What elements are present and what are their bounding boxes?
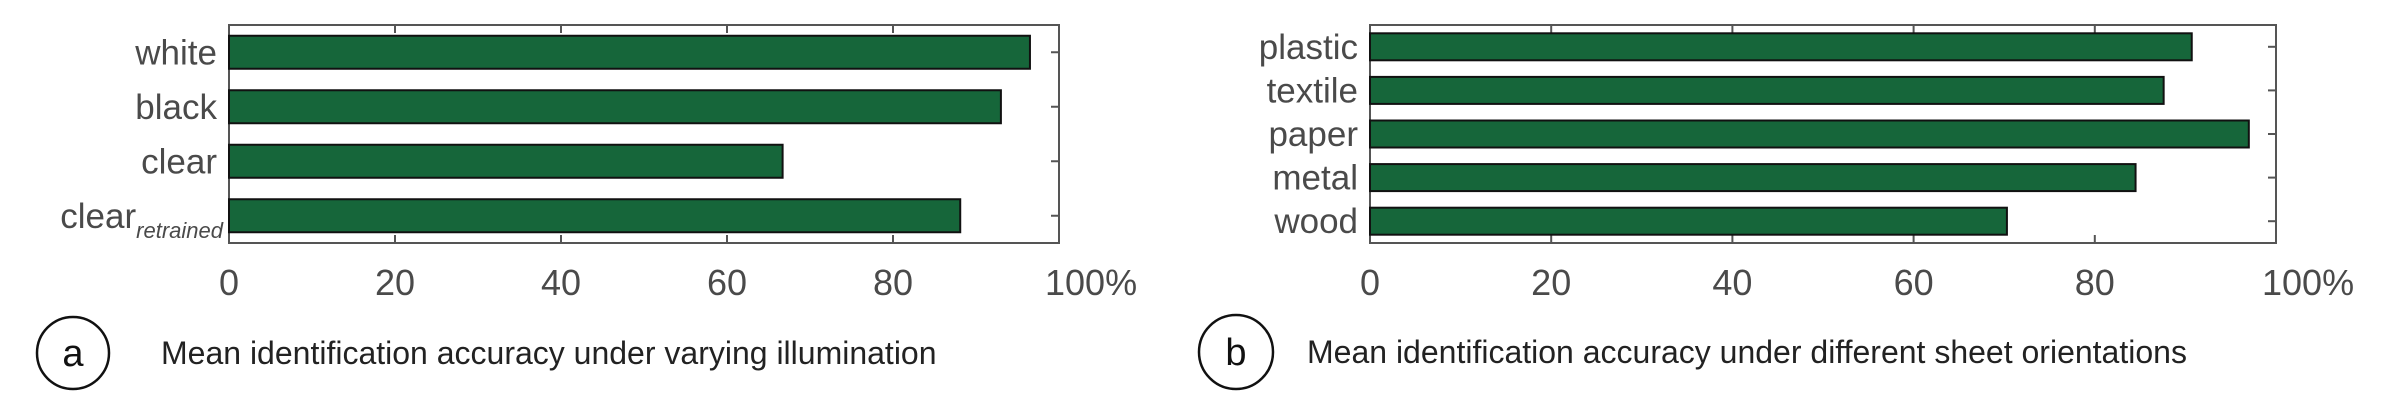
- bar-clear: [228, 143, 784, 179]
- category-name: textile: [1267, 71, 1358, 110]
- bar-metal: [1369, 163, 2137, 193]
- chart-panel-b: 0 20 40 60 80 100% plastic textile paper metal woo…: [1197, 24, 2354, 391]
- x-tick-label: 100%: [2262, 262, 2354, 303]
- chart-caption: Mean identification accuracy under diffe…: [1307, 334, 2187, 370]
- chart-caption: Mean identification accuracy under varyi…: [161, 335, 937, 371]
- y-tick-label: textile: [1267, 71, 1358, 110]
- x-tick-label: 20: [1531, 262, 1571, 303]
- x-tick-label: 80: [2075, 262, 2115, 303]
- category-name: white: [134, 33, 217, 72]
- x-tick-label: 0: [1360, 262, 1380, 303]
- x-tick-label: 80: [873, 262, 913, 303]
- bar-textile: [1369, 75, 2165, 105]
- category-name: paper: [1268, 115, 1358, 154]
- x-tick-label: 60: [1894, 262, 1934, 303]
- bar-paper: [1369, 119, 2250, 149]
- bar-clear-retrained: [228, 198, 962, 234]
- x-tick-label: 40: [1712, 262, 1752, 303]
- y-tick-label: clear: [141, 142, 217, 181]
- panel-label: a: [62, 333, 84, 375]
- x-tick-label: 60: [707, 262, 747, 303]
- panel-label-circle: [35, 315, 111, 391]
- category-name: clear: [141, 142, 217, 181]
- y-tick-label: clearretrained: [60, 197, 223, 243]
- category-name: metal: [1272, 159, 1358, 198]
- category-name: clear: [60, 197, 136, 236]
- panel-label: b: [1225, 332, 1246, 374]
- bar-black: [228, 89, 1002, 125]
- y-tick-label: plastic: [1259, 28, 1358, 67]
- y-tick-label: metal: [1272, 159, 1358, 198]
- panel-label-circle: [1197, 313, 1275, 391]
- x-tick-label: 40: [541, 262, 581, 303]
- category-name: black: [135, 88, 217, 127]
- bar-plastic: [1369, 32, 2193, 62]
- bar-wood: [1369, 206, 2008, 236]
- y-tick-label: white: [134, 33, 217, 72]
- x-tick-label: 100%: [1045, 262, 1137, 303]
- x-tick-label: 20: [375, 262, 415, 303]
- category-name: plastic: [1259, 28, 1358, 67]
- y-tick-label: black: [135, 88, 217, 127]
- category-subscript: retrained: [136, 218, 224, 243]
- x-tick-label: 0: [219, 262, 239, 303]
- bar-white: [228, 34, 1031, 70]
- category-name: wood: [1273, 202, 1358, 241]
- y-tick-label: paper: [1268, 115, 1358, 154]
- y-tick-label: wood: [1273, 202, 1358, 241]
- plot-area-frame: [228, 24, 1060, 244]
